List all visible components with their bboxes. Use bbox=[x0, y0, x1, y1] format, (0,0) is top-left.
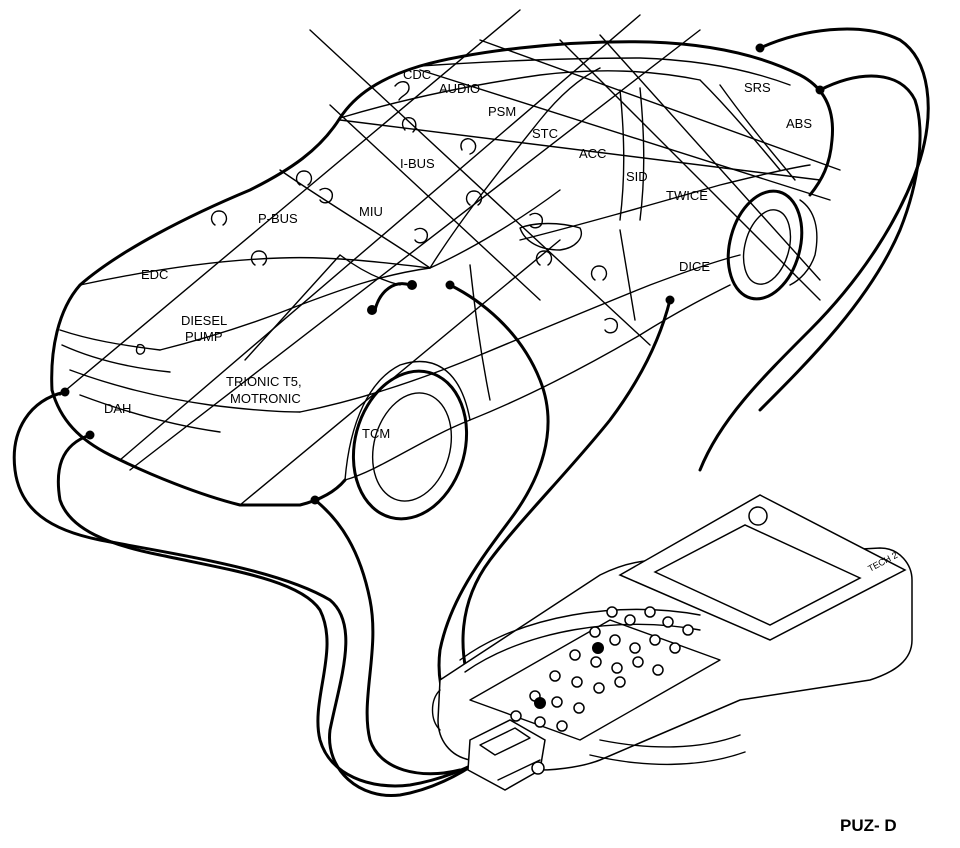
label-abs: ABS bbox=[786, 116, 812, 131]
diagnostic-cables bbox=[12, 27, 930, 798]
label-srs: SRS bbox=[744, 80, 771, 95]
label-miu: MIU bbox=[359, 204, 383, 219]
label-edc: EDC bbox=[141, 267, 168, 282]
tech2-scan-tool bbox=[431, 494, 913, 791]
label-tcm: TCM bbox=[362, 426, 390, 441]
label-pbus: P-BUS bbox=[258, 211, 298, 226]
label-dice: DICE bbox=[679, 259, 710, 274]
network-puzzle-lines bbox=[59, 9, 841, 506]
module-labels: CDC AUDIO PSM SRS ABS STC ACC I-BUS SID … bbox=[104, 67, 899, 574]
label-trionic: TRIONIC T5, bbox=[226, 374, 302, 389]
label-dah: DAH bbox=[104, 401, 131, 416]
label-ibus: I-BUS bbox=[400, 156, 435, 171]
label-twice: TWICE bbox=[666, 188, 708, 203]
rear-wheel bbox=[726, 189, 804, 301]
label-psm: PSM bbox=[488, 104, 516, 119]
keypad-buttons bbox=[510, 606, 694, 732]
label-diesel: DIESEL bbox=[181, 313, 227, 328]
figure-code: PUZ- D bbox=[840, 816, 897, 835]
label-stc: STC bbox=[532, 126, 558, 141]
car-body bbox=[50, 40, 835, 507]
front-wheel bbox=[344, 360, 471, 521]
label-acc: ACC bbox=[579, 146, 606, 161]
label-pump: PUMP bbox=[185, 329, 223, 344]
label-audio: AUDIO bbox=[439, 81, 480, 96]
label-motronic: MOTRONIC bbox=[230, 391, 301, 406]
label-cdc: CDC bbox=[403, 67, 431, 82]
label-sid: SID bbox=[626, 169, 648, 184]
